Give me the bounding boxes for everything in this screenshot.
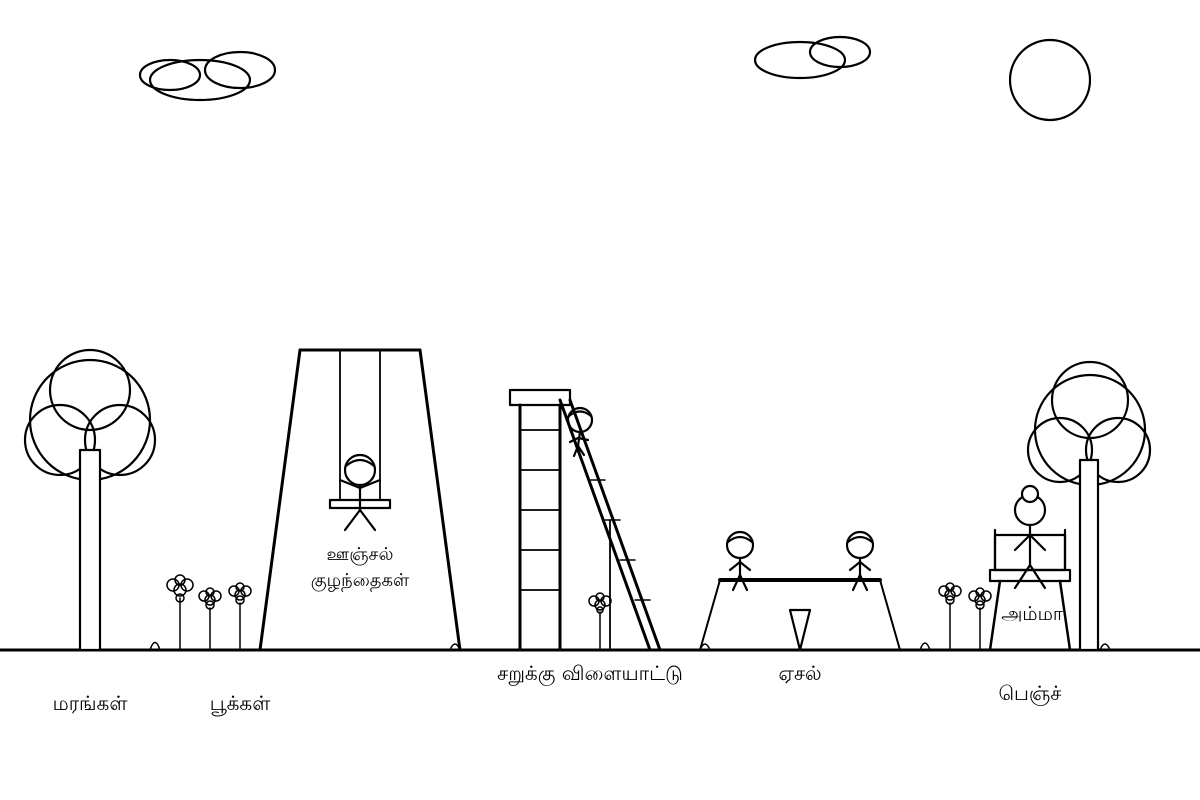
bench-structure	[988, 528, 1072, 652]
grass-tuft	[1099, 643, 1111, 651]
cloud-left-icon	[138, 50, 277, 102]
child-seesaw-right-icon	[845, 530, 875, 592]
bench-label: பெஞ்ச்	[998, 681, 1061, 706]
cloud-right-icon	[753, 35, 872, 80]
child-seesaw-left-icon	[725, 530, 755, 592]
grass-tuft	[919, 642, 931, 651]
flower-2-icon	[198, 587, 222, 651]
child-on-slide-icon	[566, 406, 594, 458]
grass-tuft	[149, 641, 161, 651]
flowers-label: பூக்கள்	[210, 691, 271, 716]
flower-5-icon	[938, 582, 962, 651]
swing-label: ஊஞ்சல்	[327, 544, 394, 565]
flower-4-icon	[588, 592, 612, 651]
sun-icon	[1008, 38, 1092, 122]
tree-right-icon	[1026, 360, 1152, 652]
children-label: குழந்தைகள்	[311, 570, 410, 592]
seesaw-label: ஏசல்	[778, 661, 821, 685]
seesaw-structure	[699, 578, 901, 652]
slide-structure	[508, 388, 662, 652]
child-on-swing-icon	[338, 453, 382, 532]
flower-3-icon	[228, 582, 252, 651]
flower-6-icon	[968, 587, 992, 651]
trees-label: மரங்கள்	[53, 691, 128, 715]
mother-label: அம்மா	[1001, 603, 1063, 625]
mother-figure-icon	[1013, 484, 1047, 590]
tree-left-icon	[23, 348, 157, 652]
slide-label: சறுக்கு விளையாட்டு	[497, 661, 683, 686]
flower-1-icon	[166, 574, 194, 651]
